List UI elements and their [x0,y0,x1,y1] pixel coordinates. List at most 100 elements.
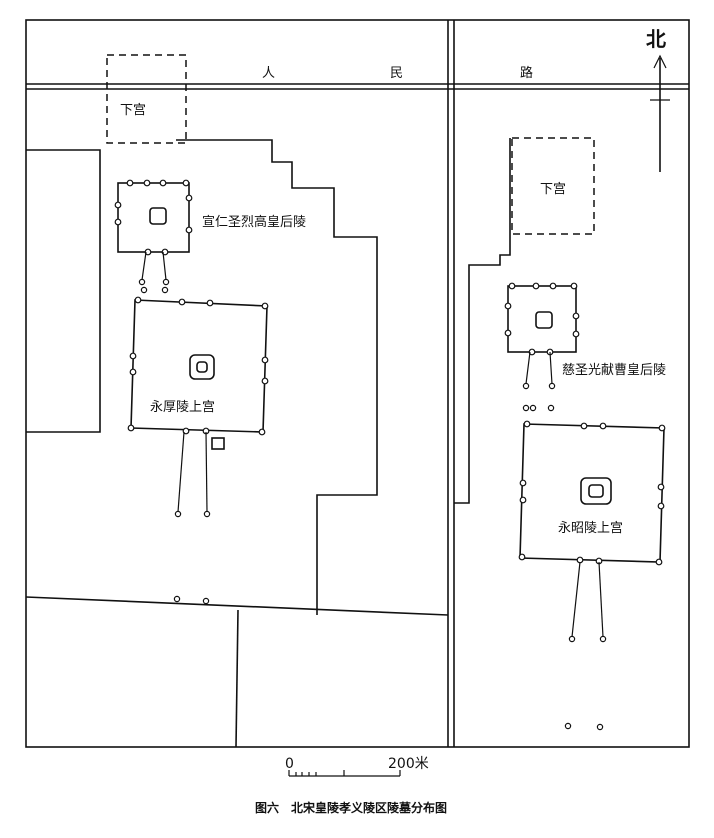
que-tower [138,278,146,286]
gate-tower [519,479,527,487]
road-label-min: 民 [390,66,403,81]
spirit-way [549,351,553,385]
road-label-lu: 路 [520,65,533,81]
left-stepped-boundary [176,139,378,615]
gate-tower [261,377,269,385]
scale-start-label: 0 [285,756,294,772]
right-empress-tomb-label: 慈圣光献曹皇后陵 [562,363,666,378]
yongzhao-upper-palace-label: 永昭陵上宫 [558,521,623,536]
que-tower [596,723,604,731]
gate-tower [114,201,122,209]
que-tower [568,635,576,643]
que-tower [161,286,169,294]
gate-tower [178,298,186,306]
que-tower [522,382,530,390]
left-lower-palace-label: 下宫 [120,103,146,118]
gate-tower [580,422,588,430]
gate-tower [114,218,122,226]
right-lower-palace [511,137,595,235]
gate-tower [159,179,167,187]
spirit-way [205,431,208,513]
gate-tower [657,483,665,491]
gate-tower [261,356,269,364]
gate-tower [185,194,193,202]
left-lower-palace [106,54,187,144]
spirit-way [525,351,531,385]
gate-tower [657,502,665,510]
corner-tower [518,553,526,561]
gate-tower [532,282,540,290]
gate-tower [144,248,152,256]
north-arrow-head-icon [653,54,667,69]
gate-tower [504,302,512,310]
gate-tower [504,329,512,337]
que-tower [202,597,210,605]
left-empress-tomb-mound [149,207,167,225]
road-label-ren: 人 [262,66,275,81]
map-frame [25,19,690,748]
gate-tower [129,368,137,376]
left-boundary [26,149,101,433]
gate-tower [129,352,137,360]
right-empress-tomb-mound [535,311,553,329]
que-tower [173,595,181,603]
gate-tower [185,226,193,234]
gate-tower [576,556,584,564]
que-tower [174,510,182,518]
corner-tower [655,558,663,566]
corner-tower [658,424,666,432]
que-tower [140,286,148,294]
left-empress-tomb-label: 宣仁圣烈高皇后陵 [202,214,306,230]
spirit-way [571,561,581,638]
scale-bar [288,770,401,777]
yonghou-mound-inner [196,361,208,373]
gate-tower [528,348,536,356]
right-empress-tomb-wall [507,285,577,353]
gate-tower [549,282,557,290]
figure-caption: 图六 北宋皇陵孝义陵区陵墓分布图 [255,800,447,815]
corner-tower [261,302,269,310]
que-tower [548,382,556,390]
right-lower-palace-label: 下宫 [540,182,566,197]
que-tower [547,404,555,412]
right-boundary [454,138,511,504]
scale-end-label: 200米 [388,756,429,772]
gate-tower [206,299,214,307]
corner-tower [523,420,531,428]
left-empress-tomb-wall [117,182,190,253]
yongzhao-mound-outer [580,477,612,505]
corner-tower [182,179,190,187]
yonghou-small-building [211,437,225,450]
gate-tower [519,496,527,504]
que-tower [162,278,170,286]
yonghou-mound-outer [189,354,215,380]
gate-tower [182,427,190,435]
spirit-way [598,561,604,638]
corner-tower [126,179,134,187]
corner-tower [258,428,266,436]
que-tower [599,635,607,643]
gate-tower [572,330,580,338]
north-label: 北 [646,27,666,51]
corner-tower [570,282,578,290]
yonghou-upper-palace-label: 永厚陵上宫 [150,400,215,415]
left-plot-line [25,596,449,616]
que-tower [564,722,572,730]
spirit-way [177,431,185,513]
corner-tower [508,282,516,290]
que-tower [522,404,530,412]
corner-tower [134,296,142,304]
spirit-way [141,251,147,281]
que-tower [203,510,211,518]
yongzhao-mound-inner [588,484,604,498]
spirit-way [162,251,167,281]
corner-tower [127,424,135,432]
gate-tower [599,422,607,430]
gate-tower [572,312,580,320]
gate-tower [143,179,151,187]
left-plot-divider [235,609,239,748]
que-tower [529,404,537,412]
yongzhao-upper-palace-wall [519,423,665,563]
